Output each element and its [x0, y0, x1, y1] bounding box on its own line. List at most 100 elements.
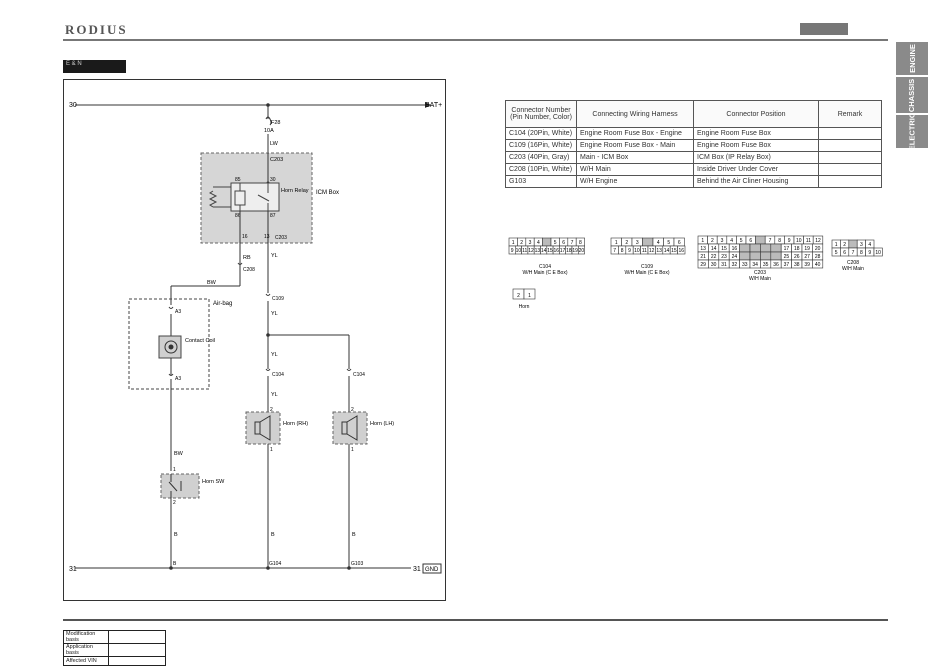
- a3-bottom: A3: [175, 376, 181, 382]
- pin-number: 18: [794, 246, 800, 252]
- connector-pin: [523, 288, 536, 300]
- relay-pin-87: 87: [270, 213, 276, 219]
- col-connector-number: Connector Number (Pin Number, Color): [505, 100, 577, 128]
- horn-sw-label: Horn SW: [202, 479, 225, 485]
- pin-number: 26: [794, 254, 800, 260]
- connector-pin: [760, 243, 772, 253]
- pin-number: 11: [806, 238, 811, 244]
- pin-number: 30: [711, 262, 717, 268]
- pin-number: 18: [566, 248, 572, 254]
- a3-top: A3: [175, 309, 181, 315]
- tab-engine[interactable]: ENGINE: [896, 42, 928, 75]
- table-row: G103 W/H Engine Behind the Air Cliner Ho…: [505, 175, 882, 188]
- pin-number: 15: [721, 246, 727, 252]
- connector-pin: [812, 259, 824, 269]
- pin-number: 23: [721, 254, 727, 260]
- pin-number: 4: [868, 242, 871, 248]
- pin-number: 11: [642, 248, 647, 254]
- pin-number: 5: [740, 238, 743, 244]
- relay-pin-86: 86: [235, 213, 241, 219]
- pin-number: 2: [520, 240, 523, 246]
- connector-pin: [760, 251, 772, 261]
- pin-number: 12: [528, 248, 534, 254]
- wire-yl2: YL: [271, 311, 278, 317]
- pin-number: 6: [749, 238, 752, 244]
- pin-number: 15: [547, 248, 553, 254]
- connector-pin: [749, 243, 761, 253]
- connector-pin: [873, 247, 883, 257]
- pin-number: 7: [613, 248, 616, 254]
- pin-number: 10: [875, 250, 881, 256]
- pin-number: 21: [700, 254, 706, 260]
- pin-number: 2: [625, 240, 628, 246]
- c208-sub: W/H Main: [842, 266, 864, 272]
- pin-number: 12: [815, 238, 821, 244]
- pin-number: 8: [860, 250, 863, 256]
- pin-number: 16: [732, 246, 738, 252]
- icm-conn-bottom: C203: [275, 235, 287, 241]
- wire-bw-v: BW: [174, 451, 184, 457]
- pin-number: 13: [700, 246, 706, 252]
- pin-number: 10: [634, 248, 640, 254]
- pin-number: 13: [656, 248, 662, 254]
- pin1-lh: 1: [351, 447, 354, 453]
- header-rule: [63, 39, 888, 41]
- tab-electric[interactable]: ELECTRIC: [896, 113, 928, 150]
- relay-pin-85: 85: [235, 177, 241, 183]
- c104-lh-label: C104: [353, 372, 365, 378]
- horn-conn-label: Horn: [519, 304, 530, 310]
- pin-number: 7: [769, 238, 772, 244]
- g104-label: G104: [269, 561, 281, 567]
- pin-number: 4: [730, 238, 733, 244]
- pin-number: 14: [711, 246, 717, 252]
- wire-b2: B: [271, 532, 275, 538]
- connector-pin: [770, 251, 782, 261]
- connector-pin: [749, 251, 761, 261]
- pin-number: 6: [678, 240, 681, 246]
- table-row: C109 (16Pin, White) Engine Room Fuse Box…: [505, 139, 882, 152]
- wire-yl3: YL: [271, 352, 278, 358]
- footer-rule: [63, 619, 888, 621]
- c109-label: C109: [272, 296, 284, 302]
- pin-number: 9: [868, 250, 871, 256]
- pin-number: 2: [711, 238, 714, 244]
- pin-number: 24: [732, 254, 738, 260]
- horn-relay-label: Horn Relay: [281, 188, 309, 194]
- wire-b3: B: [352, 532, 356, 538]
- pin-number: 22: [711, 254, 717, 260]
- pin-number: 16: [679, 248, 685, 254]
- pin-number: 20: [815, 246, 821, 252]
- horn-rh-label: Horn (RH): [283, 421, 308, 427]
- connector-pin: [578, 245, 585, 255]
- pin-number: 29: [700, 262, 706, 268]
- c104-sub: W/H Main (C E Box): [522, 270, 567, 276]
- pin-number: 6: [562, 240, 565, 246]
- horn-lh-label: Horn (LH): [370, 421, 394, 427]
- pin-number: 4: [537, 240, 540, 246]
- tab-chassis[interactable]: CHASSIS: [896, 77, 928, 113]
- pin-number: 5: [835, 250, 838, 256]
- table-row: C104 (20Pin, White) Engine Room Fuse Box…: [505, 127, 882, 140]
- connector-pin: [677, 245, 686, 255]
- icm-pin-13: 13: [264, 234, 270, 240]
- pin2-rh: 2: [270, 407, 273, 413]
- wire-b1: B: [174, 532, 178, 538]
- pin-number: 2: [843, 242, 846, 248]
- ground-b-label: B: [173, 561, 177, 567]
- pin-number: 3: [636, 240, 639, 246]
- pin-number: 20: [579, 248, 585, 254]
- pin-number: 14: [541, 248, 547, 254]
- pin-number: 3: [860, 242, 863, 248]
- pin-number: 1: [512, 240, 515, 246]
- sw-pin-2: 2: [173, 500, 176, 506]
- rail-31-left: 31: [69, 566, 77, 573]
- rail-30-label: 30: [69, 102, 77, 109]
- pin-number: 1: [835, 242, 838, 248]
- connector-pin: [542, 237, 552, 247]
- pin-number: 12: [649, 248, 655, 254]
- application-basis-label: Application basis: [63, 643, 109, 657]
